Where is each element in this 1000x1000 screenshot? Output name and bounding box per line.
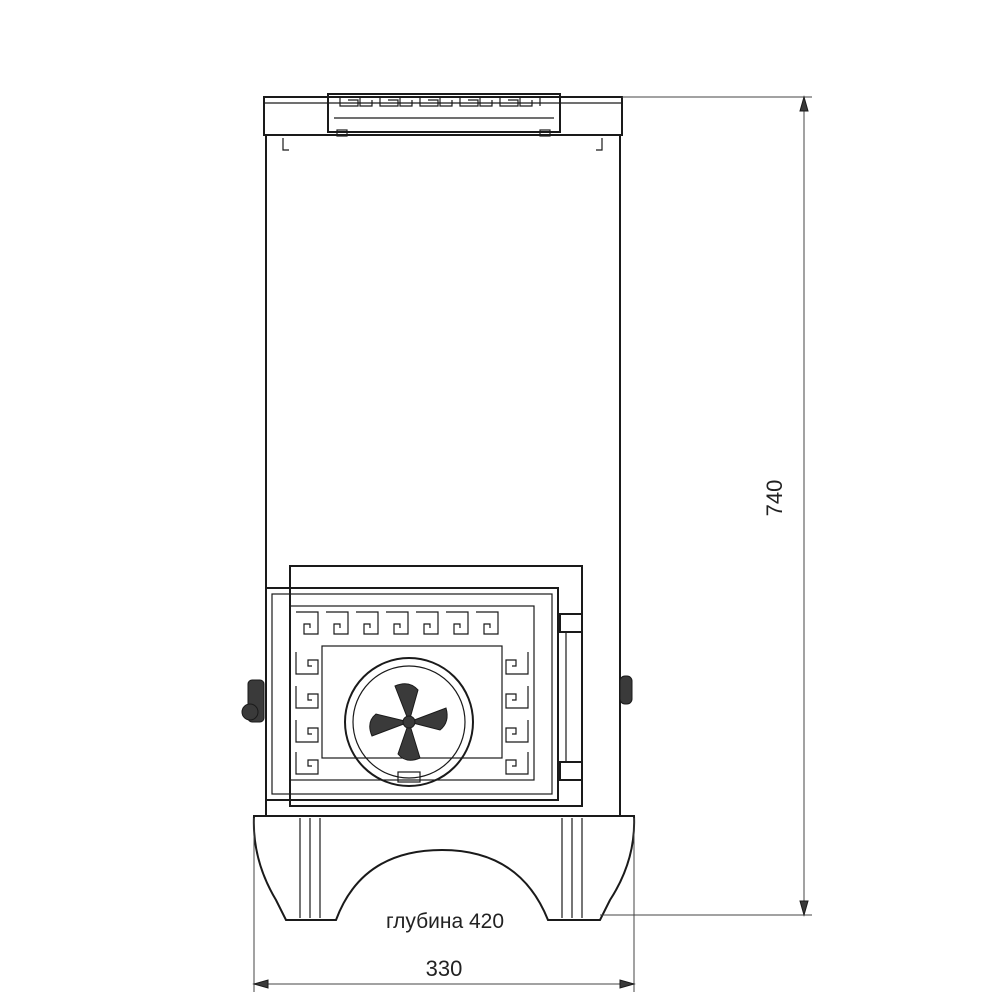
height-label: 740 [762,480,787,517]
top-greek-key-pattern [339,96,541,107]
stove-base [252,815,636,921]
width-label: 330 [426,956,463,981]
door-hinges [559,613,583,781]
width-dimension [252,818,636,992]
side-knob [619,675,633,705]
air-vent-rosette [344,657,474,787]
stove-top-cap [263,93,623,151]
door-handle [241,679,265,723]
height-dimension [600,95,812,917]
firebox-door [241,565,633,807]
depth-label: глубина 420 [386,910,504,933]
